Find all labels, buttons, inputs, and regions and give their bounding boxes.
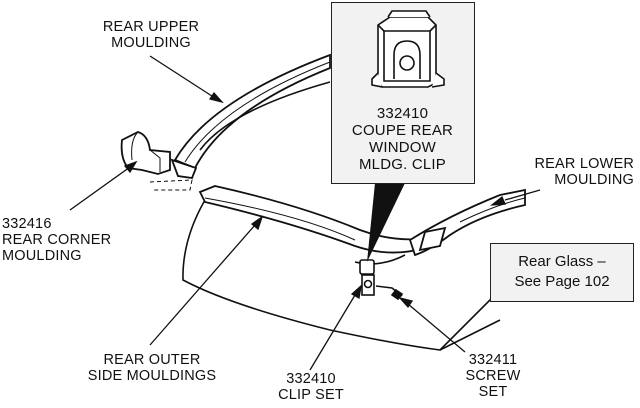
- inset-callout-wedge: [367, 183, 405, 262]
- rear-outer-line-1: REAR OUTER: [103, 352, 201, 368]
- screw-set-line-2: SCREW: [465, 368, 521, 384]
- rear-outer-line-2: SIDE MOULDINGS: [87, 368, 217, 384]
- clip-inset-box: 332410 COUPE REAR WINDOW MLDG. CLIP: [331, 2, 475, 184]
- rear-upper-line-1: REAR UPPER: [102, 19, 200, 35]
- rear-upper-line-2: MOULDING: [111, 35, 191, 51]
- rear-corner-line-1: 332416: [2, 216, 52, 232]
- screw-set-line-3: SET: [478, 384, 508, 400]
- reference-line-1: Rear Glass –: [518, 253, 606, 270]
- inset-clip-line-1: 332410: [376, 105, 429, 122]
- rear-corner-line-2: REAR CORNER: [2, 232, 112, 248]
- rear-upper-moulding-label: REAR UPPER MOULDING: [76, 19, 226, 51]
- corner-dashed-guide: [149, 179, 193, 191]
- rear-lower-line-1: REAR LOWER: [534, 156, 634, 172]
- rear-lower-line-2: MOULDING: [554, 172, 634, 188]
- rear-corner-line-3: MOULDING: [2, 248, 82, 264]
- rear-upper-moulding: [170, 53, 331, 179]
- screw-set-line-1: 332411: [468, 352, 518, 368]
- rear-outer-side-label: REAR OUTER SIDE MOULDINGS: [64, 352, 240, 384]
- clip-set-line-1: 332410: [286, 371, 336, 387]
- inset-clip-line-3: WINDOW: [368, 139, 436, 156]
- rear-corner-moulding-label: 332416 REAR CORNER MOULDING: [2, 216, 132, 264]
- window-moulding-clip-icon: [371, 10, 445, 88]
- rear-lower-moulding: [408, 188, 526, 257]
- window-opening: [199, 81, 406, 265]
- inset-clip-line-4: MLDG. CLIP: [358, 156, 447, 173]
- rear-glass-reference-box: Rear Glass – See Page 102: [490, 243, 634, 302]
- reference-line-2: See Page 102: [514, 273, 610, 290]
- leader-lines: [69, 55, 541, 371]
- inset-clip-label: 332410 COUPE REAR WINDOW MLDG. CLIP: [332, 105, 473, 173]
- screw-set-label: 332411 SCREW SET: [448, 352, 538, 400]
- rear-lower-moulding-label: REAR LOWER MOULDING: [490, 156, 634, 188]
- clip-set-part: [359, 259, 404, 301]
- rear-glass: [182, 199, 501, 351]
- clip-set-line-2: CLIP SET: [278, 387, 344, 403]
- inset-clip-line-2: COUPE REAR: [351, 122, 454, 139]
- clip-set-label: 332410 CLIP SET: [266, 371, 356, 403]
